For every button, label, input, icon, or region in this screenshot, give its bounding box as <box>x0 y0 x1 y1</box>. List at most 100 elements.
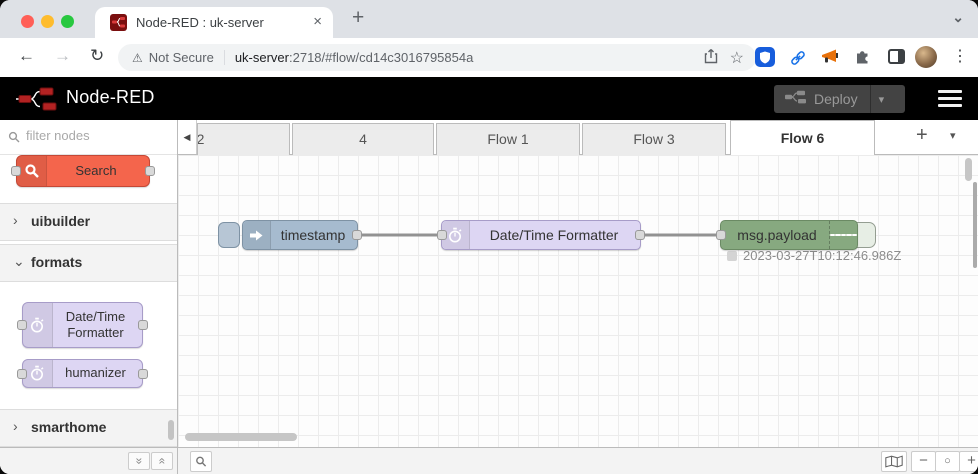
category-label: uibuilder <box>31 213 91 229</box>
new-tab-button[interactable]: + <box>352 6 365 29</box>
tab-scroll-left-button[interactable]: ◀ <box>178 120 197 154</box>
browser-menu-icon[interactable]: ⋮ <box>952 48 968 65</box>
flow-list-caret-icon[interactable]: ▾ <box>950 130 956 142</box>
profile-avatar[interactable] <box>915 46 937 68</box>
palette-category-smarthome[interactable]: › smarthome <box>0 409 177 447</box>
deploy-options-caret-icon[interactable]: ▾ <box>878 93 885 106</box>
flow-tab-flow6-active[interactable]: Flow 6 <box>730 120 875 155</box>
extensions-puzzle-icon[interactable] <box>854 49 871 71</box>
inject-arrow-icon <box>243 221 271 249</box>
palette-node-datetime-formatter[interactable]: Date/Time Formatter <box>17 302 148 348</box>
deploy-button[interactable]: Deploy ▾ <box>774 85 905 113</box>
zoom-out-button[interactable]: − <box>911 451 936 472</box>
palette-node-label: Search <box>75 162 117 178</box>
warning-icon: ⚠ <box>132 50 143 65</box>
flow-tab-bar: ◀ 2 4 Flow 1 Flow 3 Flow 6 + ▾ <box>178 120 978 155</box>
chevron-down-icon: ⌄ <box>13 253 25 269</box>
palette-node-search[interactable]: Search <box>11 155 155 187</box>
timer-icon <box>23 360 53 387</box>
browser-tabstrip: Node-RED : uk-server × + ⌄ <box>0 0 978 38</box>
debug-list-icon <box>829 221 858 249</box>
node-datetime-formatter[interactable]: Date/Time Formatter <box>437 220 645 250</box>
node-timestamp-inject[interactable]: timestamp <box>242 220 362 250</box>
url-host: uk-server <box>234 50 289 65</box>
bitwarden-extension-icon[interactable] <box>755 47 775 67</box>
side-panel-icon[interactable] <box>888 49 905 64</box>
flow-tab-label: 2 <box>197 131 205 147</box>
link-extension-icon[interactable] <box>789 49 807 72</box>
app-title: Node-RED <box>66 87 155 107</box>
palette-node-label: humanizer <box>65 365 126 381</box>
page-scrollbar[interactable] <box>973 182 977 268</box>
double-chevron-down-icon: « <box>155 457 169 465</box>
output-port[interactable] <box>352 230 362 240</box>
inject-trigger-button[interactable] <box>218 222 240 248</box>
input-port[interactable] <box>716 230 726 240</box>
input-port[interactable] <box>17 320 27 330</box>
megaphone-extension-icon[interactable] <box>821 49 839 70</box>
reload-button[interactable]: ↻ <box>90 46 105 65</box>
output-port[interactable] <box>138 369 148 379</box>
mac-zoom-button[interactable] <box>61 15 74 28</box>
flow-canvas[interactable]: timestamp Date/Time Formatter msg.payloa… <box>178 155 978 447</box>
input-port[interactable] <box>437 230 447 240</box>
share-icon[interactable] <box>704 48 718 67</box>
flow-tab-flow3[interactable]: Flow 3 <box>582 123 726 155</box>
output-port[interactable] <box>145 166 155 176</box>
flow-tab-flow1[interactable]: Flow 1 <box>436 123 580 155</box>
flow-tab-2[interactable]: 2 <box>197 123 290 155</box>
palette-node-humanizer[interactable]: humanizer <box>17 359 148 388</box>
mac-minimize-button[interactable] <box>41 15 54 28</box>
not-secure-label[interactable]: Not Secure <box>148 50 214 65</box>
node-red-favicon <box>110 14 127 31</box>
back-button[interactable]: ← <box>18 46 35 65</box>
palette-scrollbar[interactable] <box>168 420 174 440</box>
node-label: Date/Time Formatter <box>489 227 619 243</box>
input-port[interactable] <box>17 369 27 379</box>
input-port[interactable] <box>11 166 21 176</box>
search-icon <box>8 131 20 143</box>
palette-category-uibuilder[interactable]: › uibuilder <box>0 203 177 241</box>
zoom-reset-button[interactable]: ○ <box>935 451 960 472</box>
canvas-horizontal-scrollbar[interactable] <box>185 433 297 441</box>
node-msg-payload-debug[interactable]: msg.payload <box>716 220 858 250</box>
node-label: msg.payload <box>737 227 817 243</box>
flow-tab-label: 4 <box>359 131 367 147</box>
expand-all-button[interactable]: « <box>151 452 173 470</box>
chevron-right-icon: › <box>13 212 18 228</box>
node-label: timestamp <box>280 227 346 243</box>
canvas-vertical-scrollbar[interactable] <box>965 158 972 181</box>
collapse-all-button[interactable]: » <box>128 452 150 470</box>
browser-tab-title: Node-RED : uk-server <box>136 15 264 30</box>
tab-search-chevron-icon[interactable]: ⌄ <box>952 9 964 25</box>
palette-filter[interactable] <box>0 120 177 155</box>
flow-tab-label: Flow 1 <box>487 131 529 147</box>
bookmark-star-icon[interactable]: ☆ <box>729 49 744 67</box>
output-port[interactable] <box>635 230 645 240</box>
wires-layer <box>362 233 721 237</box>
flow-tab-label: Flow 6 <box>780 130 825 146</box>
workspace-footer: − ○ + <box>178 447 978 474</box>
forward-button[interactable]: → <box>54 46 71 65</box>
flow-tab-label: Flow 3 <box>633 131 675 147</box>
palette-footer: » « <box>0 447 177 474</box>
navigator-map-button[interactable] <box>881 451 907 472</box>
palette-filter-input[interactable] <box>24 127 164 144</box>
double-chevron-up-icon: » <box>132 457 146 465</box>
address-bar[interactable]: ⚠ Not Secure uk-server :2718/#flow/cd14c… <box>118 44 756 71</box>
flow-tab-4[interactable]: 4 <box>292 123 434 155</box>
output-port[interactable] <box>138 320 148 330</box>
mac-close-button[interactable] <box>21 15 34 28</box>
category-label: smarthome <box>31 419 107 435</box>
omnibox-divider <box>223 50 225 65</box>
main-menu-button[interactable] <box>938 90 962 107</box>
palette-category-formats[interactable]: ⌄ formats <box>0 244 177 282</box>
canvas-search-button[interactable] <box>190 451 212 472</box>
palette-node-label: Date/Time Formatter <box>65 308 126 340</box>
tab-close-icon[interactable]: × <box>313 13 322 30</box>
add-flow-button[interactable]: + <box>916 124 928 146</box>
search-node-icon <box>17 156 47 186</box>
browser-tab[interactable]: Node-RED : uk-server × <box>95 7 333 38</box>
zoom-in-button[interactable]: + <box>959 451 978 472</box>
